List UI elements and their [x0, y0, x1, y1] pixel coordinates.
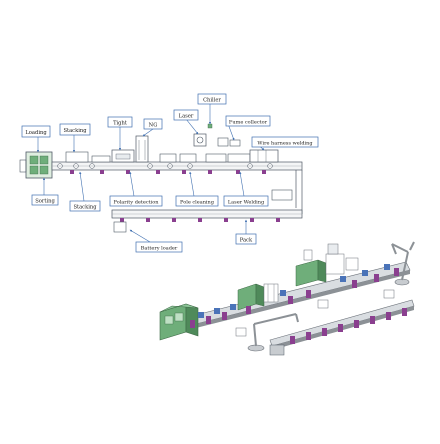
callout-loading: Loading [21, 125, 51, 138]
render-robot-arm-right [391, 241, 415, 286]
callout-tight: Tight [107, 116, 133, 128]
label-chiller: Chiller [203, 98, 221, 104]
render-purple-fixtures-upper [190, 268, 399, 328]
label-fume-collector: Fume collector [229, 120, 268, 126]
render-purple-fixtures-lower [290, 308, 407, 344]
label-ng: NG [149, 123, 158, 129]
callout-stacking-bottom: Stacking [69, 200, 101, 212]
render-blue-tooling [198, 264, 390, 318]
label-tight: Tight [113, 121, 128, 127]
label-wire-harness-welding: Wire harness welding [257, 141, 313, 147]
callout-chiller: Chiller [197, 93, 227, 105]
label-laser-welding: Laser Welding [228, 200, 265, 206]
upper-conveyor [51, 161, 303, 171]
loading-station [19, 151, 53, 179]
laser-equipment [193, 123, 241, 147]
callout-laser-welding: Laser Welding [223, 195, 269, 207]
callout-wire-harness: Wire harness welding [251, 136, 319, 148]
callouts: Loading Stacking Tight NG Laser Chiller [21, 93, 319, 253]
callout-battery-loader: Battery loader [135, 241, 183, 253]
label-pole-cleaning: Pole cleaning [180, 200, 215, 206]
layout-plan-diagram: Loading Stacking Tight NG Laser Chiller [19, 93, 319, 253]
pack-conveyor [111, 170, 303, 233]
callout-sorting: Sorting [31, 194, 59, 206]
render-mid-tower [237, 283, 279, 311]
label-stacking-bottom: Stacking [73, 205, 97, 211]
isometric-render [159, 241, 415, 356]
callout-polarity-detection: Polarity detection [109, 195, 163, 207]
label-laser: Laser [179, 114, 194, 120]
render-operator-panels [235, 289, 395, 337]
wire-harness-station [249, 149, 279, 163]
render-robot-arm-left [247, 313, 299, 352]
label-pack: Pack [240, 238, 253, 244]
label-polarity-detection: Polarity detection [114, 200, 160, 206]
callout-leaders [36, 104, 265, 243]
callout-fume-collector: Fume collector [225, 115, 271, 127]
label-sorting: Sorting [35, 199, 55, 205]
label-battery-loader: Battery loader [141, 246, 178, 252]
upper-stations [65, 135, 251, 163]
callout-laser: Laser [173, 109, 199, 121]
upper-tooling-markers [70, 170, 266, 174]
render-right-stations [295, 243, 359, 287]
callout-ng: NG [143, 118, 163, 130]
label-loading: Loading [25, 130, 47, 136]
callout-stacking-top: Stacking [59, 123, 91, 136]
label-stacking-top: Stacking [63, 128, 87, 134]
callout-pack: Pack [235, 233, 257, 245]
callout-pole-cleaning: Pole cleaning [175, 195, 219, 207]
